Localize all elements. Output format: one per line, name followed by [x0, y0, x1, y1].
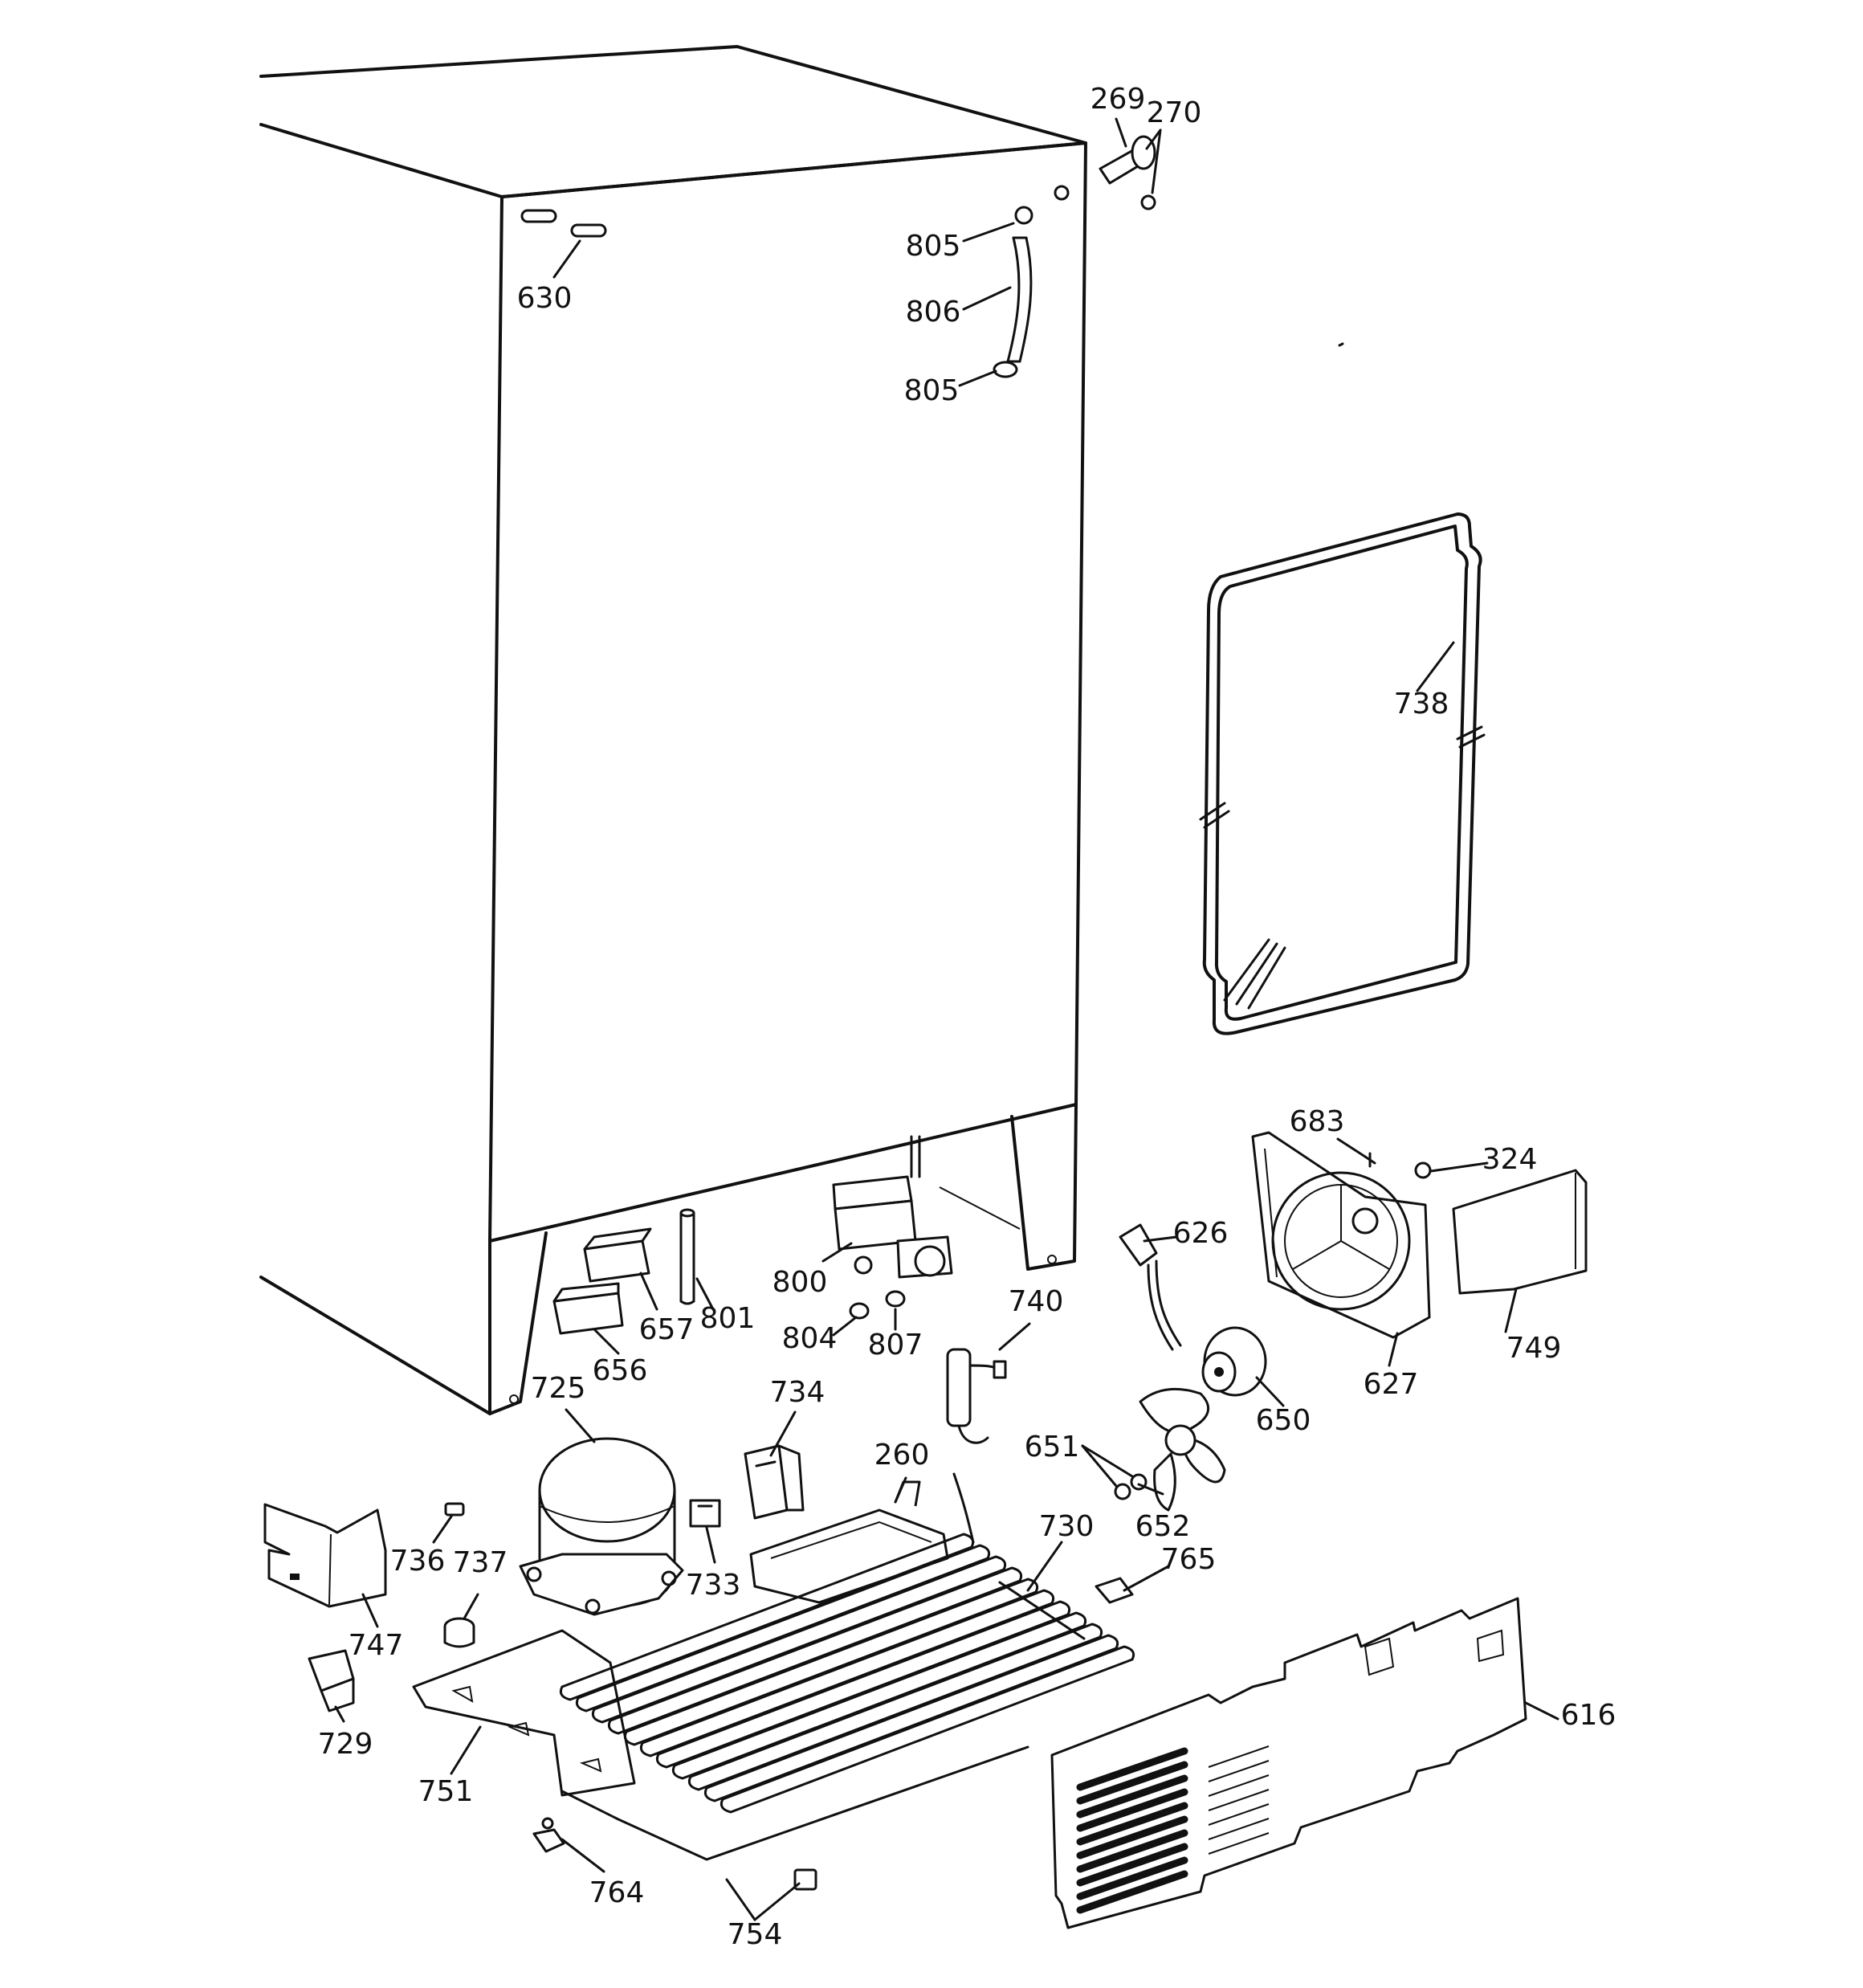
capacitor-729 — [308, 1649, 355, 1712]
coil-row — [703, 1634, 1119, 1802]
grille-slot — [1076, 1788, 1188, 1832]
label-805-bottom: 805 — [904, 374, 960, 407]
coil-row — [671, 1611, 1087, 1780]
bracket-657 — [583, 1227, 652, 1283]
condenser-coil-730 — [412, 1472, 1135, 1861]
label-650: 650 — [1256, 1404, 1311, 1437]
label-801: 801 — [700, 1302, 756, 1335]
label-260: 260 — [874, 1439, 930, 1472]
grille-slot — [1076, 1829, 1188, 1873]
label-765: 765 — [1161, 1543, 1217, 1576]
label-740: 740 — [1009, 1285, 1064, 1318]
grille-vent — [1208, 1789, 1270, 1811]
bracket-656 — [552, 1282, 624, 1335]
water-valve-800 — [832, 1135, 953, 1279]
label-269: 269 — [1090, 83, 1146, 116]
bracket-269 — [1099, 135, 1156, 210]
label-807: 807 — [868, 1329, 923, 1361]
label-806: 806 — [906, 296, 961, 329]
grille-vent — [1208, 1832, 1270, 1855]
cover-749 — [1452, 1169, 1588, 1295]
grille-slot — [1076, 1802, 1188, 1846]
label-651: 651 — [1025, 1431, 1080, 1463]
grille-slot — [1076, 1843, 1188, 1887]
part-labels: 269 270 805 806 805 630 738 683 324 626 … — [318, 83, 1616, 1951]
label-729: 729 — [318, 1728, 373, 1761]
grille-vent — [1208, 1818, 1270, 1840]
tube-801 — [679, 1208, 695, 1305]
power-cord-626 — [1119, 1223, 1182, 1351]
overload-733 — [689, 1499, 721, 1528]
coil-row — [575, 1544, 991, 1712]
label-616: 616 — [1561, 1699, 1616, 1732]
label-805-top: 805 — [906, 230, 961, 263]
compressor-725 — [519, 1437, 684, 1616]
water-tube-assembly — [993, 206, 1033, 378]
clip-736 — [444, 1502, 465, 1517]
coil-row — [607, 1566, 1023, 1735]
fan-motor-650 — [1201, 1326, 1267, 1397]
grille-panel-616 — [1050, 1597, 1527, 1929]
coil-row — [687, 1623, 1103, 1791]
label-804: 804 — [782, 1322, 838, 1355]
screws-683-324 — [1364, 1152, 1432, 1179]
cover-747 — [263, 1503, 387, 1608]
grille-vent — [1208, 1760, 1270, 1782]
label-652: 652 — [1135, 1510, 1191, 1543]
label-657: 657 — [639, 1313, 695, 1346]
coil-row — [655, 1600, 1071, 1769]
label-751: 751 — [418, 1775, 474, 1808]
grille-vent — [1208, 1774, 1270, 1797]
label-683: 683 — [1290, 1105, 1345, 1138]
grommet-737 — [443, 1617, 475, 1648]
label-747: 747 — [349, 1629, 404, 1662]
clip-765 — [1095, 1577, 1134, 1604]
grille-slot — [1076, 1747, 1188, 1791]
grille-slot — [1076, 1870, 1188, 1914]
label-725: 725 — [531, 1372, 586, 1405]
refrigerator-cabinet — [259, 45, 1087, 1415]
fan-blade-651 — [1114, 1387, 1226, 1512]
label-324: 324 — [1482, 1143, 1538, 1176]
label-733: 733 — [686, 1569, 741, 1602]
grille-vent — [1208, 1745, 1270, 1768]
foot-754 — [793, 1868, 817, 1891]
label-764: 764 — [589, 1876, 645, 1909]
grille-slot — [1076, 1774, 1188, 1819]
label-734: 734 — [770, 1376, 826, 1409]
clamp-764 — [532, 1817, 565, 1853]
label-630: 630 — [517, 282, 573, 315]
grille-vent — [1208, 1803, 1270, 1826]
coil-row — [720, 1645, 1135, 1814]
label-736: 736 — [390, 1545, 446, 1578]
label-754: 754 — [728, 1918, 783, 1951]
label-627: 627 — [1364, 1368, 1419, 1401]
label-749: 749 — [1506, 1332, 1562, 1365]
label-270: 270 — [1147, 96, 1202, 129]
relay-734 — [744, 1444, 805, 1520]
label-737: 737 — [453, 1546, 508, 1579]
grille-slot — [1076, 1761, 1188, 1805]
component-740 — [946, 1348, 1007, 1444]
grille-slot — [1076, 1856, 1188, 1900]
label-730: 730 — [1039, 1510, 1095, 1543]
leader-lines — [334, 117, 1559, 1921]
door-gasket-738 — [1199, 512, 1486, 1035]
nuts-804-807 — [849, 1290, 906, 1320]
label-656: 656 — [593, 1354, 648, 1387]
coil-row — [623, 1578, 1039, 1746]
coil-row — [559, 1533, 975, 1701]
coil-row — [591, 1555, 1007, 1724]
grille-slot — [1076, 1815, 1188, 1859]
label-626: 626 — [1173, 1217, 1229, 1250]
coil-row — [639, 1589, 1055, 1757]
fan-shroud-627 — [1251, 1131, 1431, 1339]
label-800: 800 — [773, 1266, 828, 1299]
label-738: 738 — [1394, 688, 1449, 720]
